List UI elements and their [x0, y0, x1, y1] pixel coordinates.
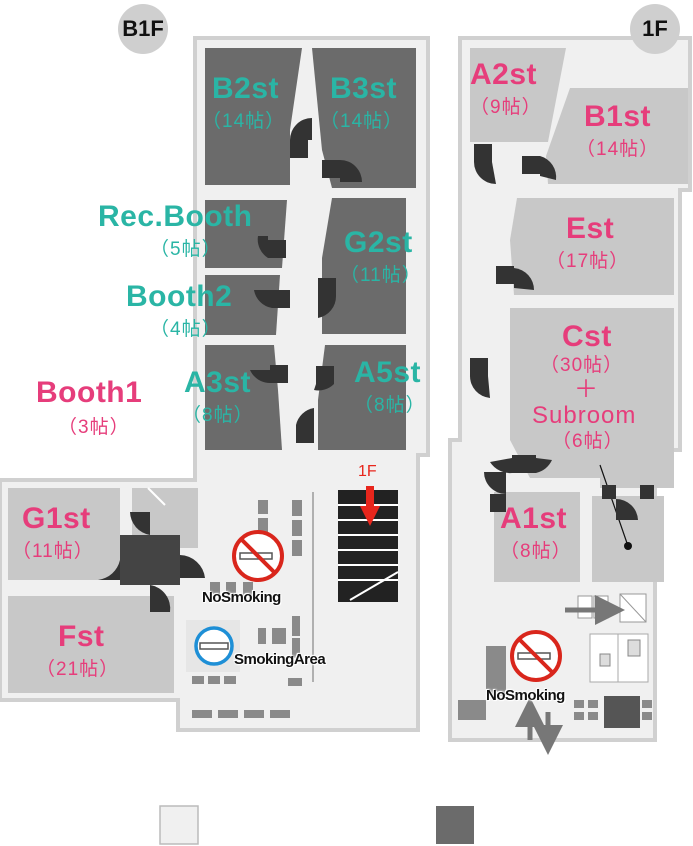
room-label-a1st: A1st — [500, 502, 568, 535]
f1-doors — [469, 144, 654, 520]
room-b1st[interactable] — [546, 88, 688, 184]
room-label-g2st: G2st — [344, 226, 413, 259]
room-label-booth2: Booth2 — [126, 280, 233, 313]
room-plus-cst: ＋ — [574, 376, 599, 403]
room-label-a3st: A3st — [184, 366, 252, 399]
f1-entrance-area — [458, 593, 652, 755]
no-smoking-label: NoSmoking — [202, 589, 281, 606]
room-size-booth2: （4帖） — [150, 319, 222, 340]
room-fst[interactable] — [8, 596, 174, 693]
floor-badge-b1f: B1F — [118, 4, 168, 54]
room-label-a5st: A5st — [354, 356, 422, 389]
b1f-stairs — [338, 486, 399, 602]
room-size-rec-booth: （5帖） — [150, 239, 222, 260]
room-sub-name-cst: Subroom — [532, 402, 637, 429]
room-label-a2st: A2st — [470, 58, 538, 91]
room-size-a2st: （9帖） — [470, 97, 542, 118]
room-label-booth1: Booth1 — [36, 376, 143, 409]
room-label-b2st: B2st — [212, 72, 280, 105]
b1f-floor — [0, 36, 430, 732]
room-label-b1st: B1st — [584, 100, 652, 133]
f1-floor — [448, 36, 692, 755]
room-size-g1st: （11帖） — [12, 541, 94, 562]
room-g2st[interactable] — [322, 198, 406, 334]
no-smoking-icon-1f — [510, 630, 562, 682]
legend-swatch-light — [159, 805, 199, 845]
room-a2st[interactable] — [470, 48, 566, 142]
room-size-g2st: （11帖） — [340, 265, 422, 286]
floor-badge-1f: 1F — [630, 4, 680, 54]
smoking-area-icon — [186, 620, 240, 672]
room-size-a3st: （8帖） — [182, 405, 254, 426]
room-size-b3st: （14帖） — [320, 111, 404, 132]
b1f-lobby-furniture — [192, 500, 302, 718]
room-size-booth1: （3帖） — [58, 417, 130, 438]
room-a5st[interactable] — [318, 345, 406, 450]
no-smoking-label-1f: NoSmoking — [486, 687, 565, 704]
room-g1st[interactable] — [8, 488, 120, 580]
room-label-b3st: B3st — [330, 72, 398, 105]
room-size-a1st: （8帖） — [500, 541, 572, 562]
room-b2st[interactable] — [205, 48, 302, 185]
room-size-est: （17帖） — [546, 251, 630, 272]
room-size-cst: （30帖） — [540, 355, 624, 376]
no-smoking-icon — [232, 530, 284, 582]
room-est[interactable] — [510, 198, 674, 295]
room-a1st[interactable] — [494, 492, 580, 582]
room-b3st[interactable] — [312, 48, 416, 188]
legend-swatch-dark — [436, 806, 474, 844]
room-sub-size-cst: （6帖） — [552, 431, 624, 452]
room-cst[interactable] — [510, 308, 674, 488]
room-label-g1st: G1st — [22, 502, 91, 535]
room-size-b1st: （14帖） — [576, 139, 660, 160]
room-size-b2st: （14帖） — [202, 111, 286, 132]
b1f-doors — [98, 118, 362, 612]
room-label-est: Est — [566, 212, 615, 245]
room-size-a5st: （8帖） — [354, 395, 426, 416]
room-label-fst: Fst — [58, 620, 105, 653]
smoking-area-label: SmokingArea — [234, 651, 326, 668]
stairs-label: 1F — [358, 463, 377, 480]
room-label-cst: Cst — [562, 320, 612, 353]
room-label-rec-booth: Rec.Booth — [98, 200, 253, 233]
room-size-fst: （21帖） — [36, 659, 120, 680]
